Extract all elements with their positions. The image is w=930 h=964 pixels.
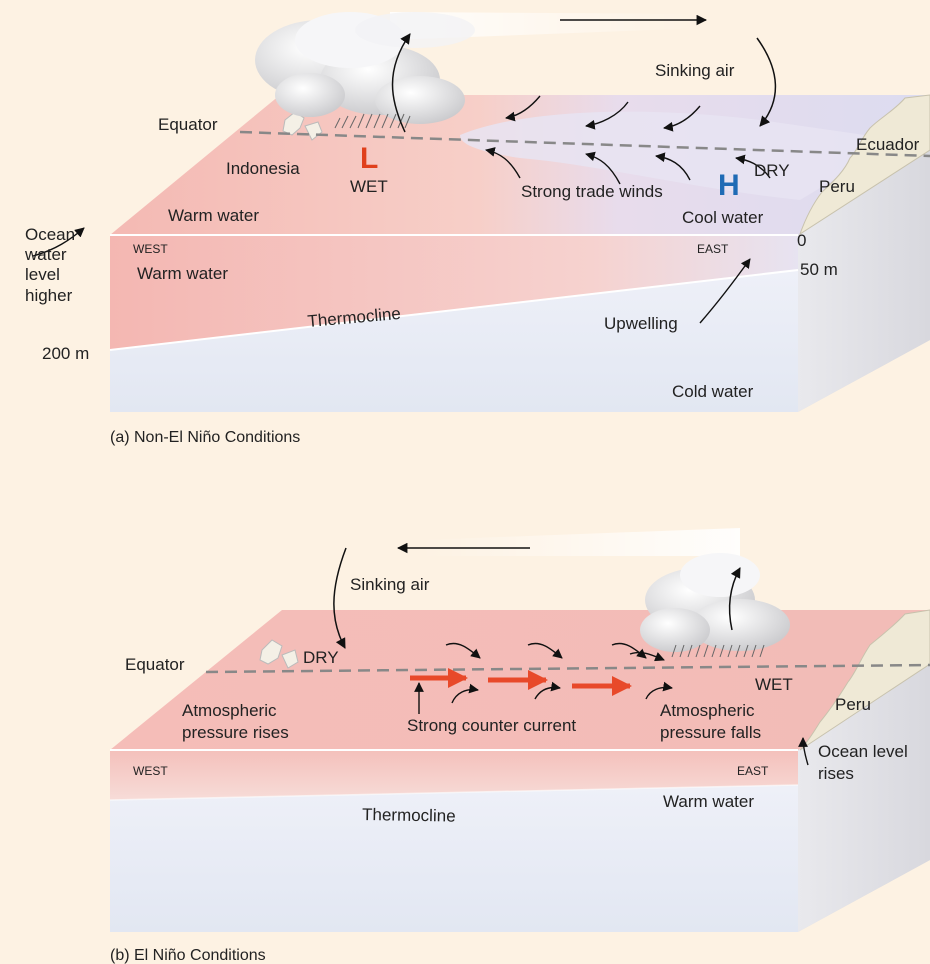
dry-label: DRY: [754, 161, 790, 180]
east-label: EAST: [737, 764, 769, 778]
thermocline-line: [109, 269, 799, 351]
indonesia-island: [281, 649, 299, 669]
warm-water-layer: [110, 235, 798, 350]
storm-cloud: [255, 12, 475, 124]
trade-wind-arrows: [485, 95, 771, 185]
cool-water-tongue: [460, 111, 900, 200]
cold-water-layer: [110, 785, 798, 932]
ocean-level-arrow: [798, 737, 809, 766]
atm-falls-label: pressure falls: [660, 723, 761, 742]
equator-label: Equator: [158, 115, 218, 134]
westerly-wind-arrows: [445, 642, 673, 704]
indonesia-island: [259, 639, 283, 665]
block-side-face: [798, 150, 930, 412]
cold-water-layer: [110, 270, 798, 412]
wet-label: WET: [755, 675, 793, 694]
sinking-air-label: Sinking air: [350, 575, 430, 594]
ocean-level-label: Ocean level: [818, 742, 908, 761]
counter-current-label: Strong counter current: [407, 716, 576, 735]
warm-water-layer: [110, 750, 798, 800]
warm-water-depth-label: Warm water: [137, 264, 228, 283]
ocean-level-arrow: [32, 227, 85, 257]
sinking-air-arrow: [756, 37, 777, 127]
equator-label: Equator: [125, 655, 185, 674]
cold-water-label: Cold water: [672, 382, 754, 401]
peru-label: Peru: [819, 177, 855, 196]
equator-line: [205, 663, 930, 674]
equator-line: [239, 130, 930, 158]
depth-0-label: 0: [797, 231, 806, 250]
rising-air-arrow: [391, 33, 411, 133]
west-label: WEST: [133, 242, 168, 256]
sinking-air-label: Sinking air: [655, 61, 735, 80]
counter-current-arrows: [410, 668, 632, 696]
warm-water-surface-label: Warm water: [168, 206, 259, 225]
ocean-level-label: rises: [818, 764, 854, 783]
ocean-level-label: water: [24, 245, 67, 264]
depth-50-label: 50 m: [800, 260, 838, 279]
wet-label: WET: [350, 177, 388, 196]
upper-air-stream: [420, 528, 740, 556]
sinking-air-arrow: [333, 547, 347, 649]
storm-cloud: [640, 553, 790, 652]
rain: [334, 113, 411, 129]
south-america-coast: [799, 94, 930, 236]
panel-b: Sinking air Equator DRY WET Peru Atmosph…: [109, 528, 930, 964]
atm-rises-label: Atmospheric: [182, 701, 277, 720]
west-label: WEST: [133, 764, 168, 778]
atm-falls-label: Atmospheric: [660, 701, 755, 720]
cool-water-label: Cool water: [682, 208, 764, 227]
indonesia-label: Indonesia: [226, 159, 300, 178]
upwelling-arrow: [699, 258, 751, 324]
rising-air-arrow: [728, 567, 741, 631]
indonesia-island: [304, 121, 323, 141]
dry-label: DRY: [303, 648, 339, 667]
depth-200-label: 200 m: [42, 344, 89, 363]
ocean-level-label: level: [25, 265, 60, 284]
south-america-coast: [799, 609, 930, 751]
atm-rises-label: pressure rises: [182, 723, 289, 742]
east-label: EAST: [697, 242, 729, 256]
thermocline-label: Thermocline: [362, 805, 456, 826]
trade-winds-label: Strong trade winds: [521, 182, 663, 201]
rain: [671, 644, 765, 658]
upwelling-label: Upwelling: [604, 314, 678, 333]
ocean-level-label: Ocean: [25, 225, 75, 244]
panel-a: Equator Indonesia L WET Strong trade win…: [24, 12, 930, 446]
ecuador-label: Ecuador: [856, 135, 920, 154]
block-side-face: [798, 664, 930, 932]
ocean-level-label: higher: [25, 286, 73, 305]
caption-a: (a) Non-El Niño Conditions: [110, 429, 300, 446]
caption-b: (b) El Niño Conditions: [110, 947, 266, 964]
peru-label: Peru: [835, 695, 871, 714]
warm-water-label: Warm water: [663, 792, 754, 811]
low-pressure-symbol: L: [360, 142, 378, 175]
thermocline-line: [109, 784, 799, 801]
high-pressure-symbol: H: [718, 169, 740, 202]
